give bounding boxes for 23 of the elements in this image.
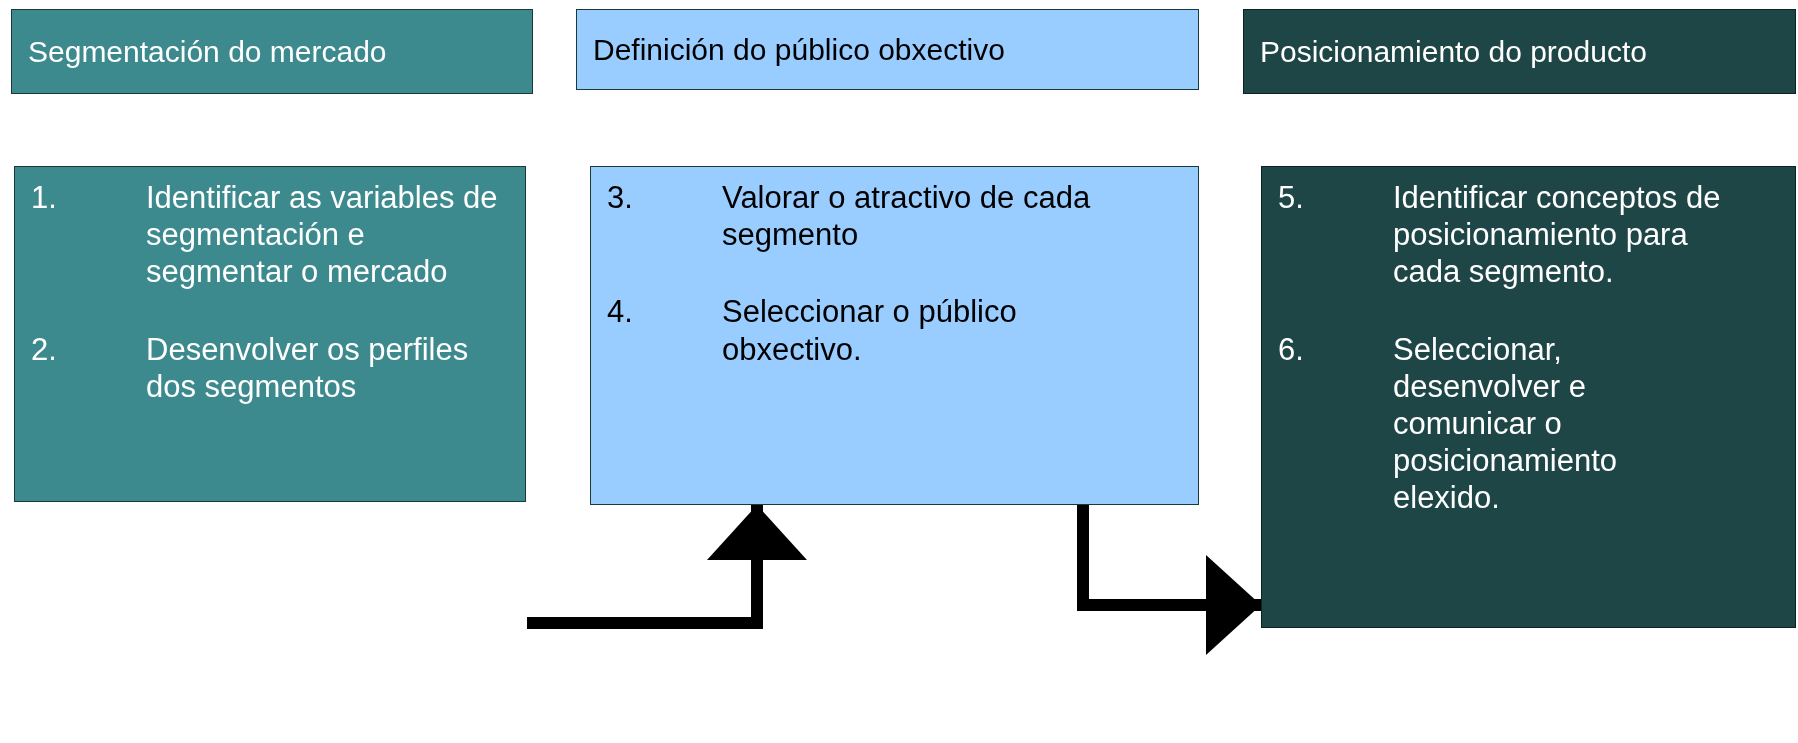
header-box [1243,9,1796,94]
step-text: Desenvolver os perfiles dos segmentos [146,330,470,405]
step-number: 4. [607,293,634,332]
arrow [527,505,807,629]
step-box [590,166,1199,505]
step-number: 3. [607,179,634,217]
step-text: Seleccionar o público obxectivo. [722,293,1018,368]
step-number: 6. [1278,330,1305,369]
header-box [11,9,533,94]
step-text: Identificar conceptos de posicionamiento para cada segmento. [1393,179,1722,291]
header-text: Posicionamiento do producto [1260,33,1647,70]
step-text: Identificar as variables de segmentación e segmentar o mercado [146,179,499,291]
header-text: Segmentación do mercado [28,33,387,70]
arrow [1077,503,1261,655]
step-text: Seleccionar, desenvolver e comunicar o posicionamiento elexido. [1393,330,1619,517]
step-box [1261,166,1796,628]
step-text: Valorar o atractivo de cada segmento [722,179,1092,254]
header-box [576,9,1199,90]
step-number: 2. [31,330,58,369]
header-text: Definición do público obxectivo [593,31,1005,68]
step-number: 5. [1278,179,1305,217]
step-box [14,166,526,502]
step-number: 1. [31,179,58,217]
